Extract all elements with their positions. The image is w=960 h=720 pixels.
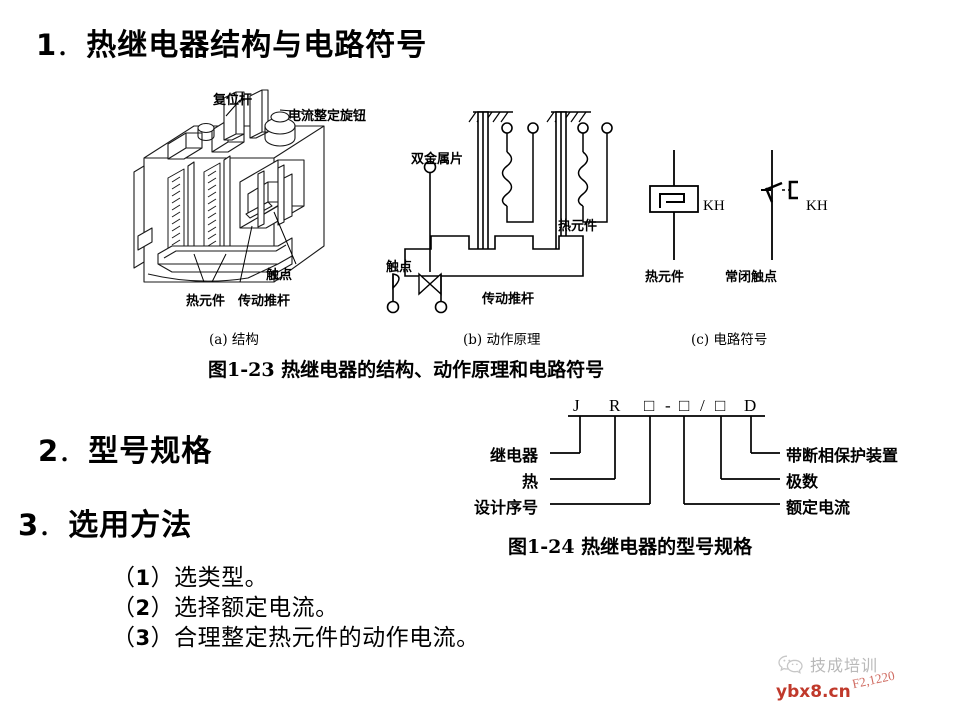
label-contact-a: 触点 <box>266 268 293 283</box>
label-heat-element-b: 热元件 <box>558 219 598 234</box>
bullet-text: 合理整定热元件的动作电流。 <box>174 625 480 651</box>
model-char-box3: □ <box>715 396 726 415</box>
model-label-design-no: 设计序号 <box>474 498 539 517</box>
bullet-paren-close: ） <box>150 625 175 651</box>
model-char-d: D <box>744 396 757 415</box>
section-dot: ． <box>59 442 83 467</box>
bullet-paren-open: （ <box>112 625 136 651</box>
label-contact-b: 触点 <box>386 260 413 275</box>
section-number: 1 <box>36 28 58 62</box>
bullet-text: 选择额定电流。 <box>174 595 339 621</box>
panel-c-symbols <box>640 150 840 270</box>
sub-caption-b: (b) 动作原理 <box>463 332 541 348</box>
model-label-relay: 继电器 <box>490 446 539 465</box>
section-title: 型号规格 <box>88 434 213 469</box>
bullet-paren-close: ） <box>150 595 175 621</box>
panel-b-principle-diagram <box>383 104 623 319</box>
kh-label-nc-contact: KH <box>806 198 828 214</box>
section-dot: ． <box>39 516 63 541</box>
model-char-dash: - <box>665 396 671 415</box>
section-title: 热继电器结构与电路符号 <box>86 28 428 63</box>
section-heading-2: 2．型号规格 <box>38 426 212 470</box>
label-current-knob: 电流整定旋钮 <box>288 109 367 124</box>
label-heat-element-c: 热元件 <box>645 270 685 285</box>
bullet-paren-open: （ <box>112 595 136 621</box>
panel-a-structure-drawing <box>128 86 360 326</box>
bullet-number: 3 <box>135 626 151 650</box>
bullet-text: 选类型。 <box>174 565 269 591</box>
label-push-rod-b: 传动推杆 <box>482 292 535 307</box>
panel-a-leader-lines <box>193 99 305 283</box>
kh-label-heat-element: KH <box>703 198 725 214</box>
section-title: 选用方法 <box>68 508 193 543</box>
bullet-item-1: （1）选类型。 <box>112 558 268 592</box>
circuit-symbol-schematic <box>649 150 798 260</box>
label-push-rod-a: 传动推杆 <box>238 294 291 309</box>
model-char-r: R <box>609 396 621 415</box>
model-char-slash: / <box>700 396 705 415</box>
figure-1-23-caption: 图1-23 热继电器的结构、动作原理和电路符号 <box>208 359 605 381</box>
watermark-brand-text: 技成培训 <box>810 656 879 675</box>
section-heading-3: 3．选用方法 <box>18 500 192 544</box>
model-char-box2: □ <box>679 396 690 415</box>
label-bimetal: 双金属片 <box>411 152 464 167</box>
bullet-paren-open: （ <box>112 565 136 591</box>
relay-3d-illustration <box>133 89 325 283</box>
section-number: 2 <box>38 434 60 468</box>
watermark-url: ybx8.cn <box>776 682 851 702</box>
section-number: 3 <box>18 508 40 542</box>
figure-1-24-caption: 图1-24 热继电器的型号规格 <box>508 536 753 558</box>
label-nc-contact-c: 常闭触点 <box>725 270 778 285</box>
model-char-j: J <box>573 396 580 415</box>
sub-caption-c: (c) 电路符号 <box>691 332 768 348</box>
bullet-number: 1 <box>135 566 151 590</box>
bullet-item-3: （3）合理整定热元件的动作电流。 <box>112 618 480 652</box>
model-char-box1: □ <box>644 396 655 415</box>
watermark-brand: 技成培训 <box>778 652 878 676</box>
section-heading-1: 1．热继电器结构与电路符号 <box>36 20 427 64</box>
label-heat-element-a: 热元件 <box>186 294 226 309</box>
model-label-phase-protection: 带断相保护装置 <box>786 446 899 465</box>
model-label-thermal: 热 <box>522 472 539 491</box>
sub-caption-a: (a) 结构 <box>209 332 259 348</box>
wechat-icon <box>778 655 803 674</box>
model-label-rated-current: 额定电流 <box>786 498 851 517</box>
model-leader-lines <box>550 415 780 505</box>
bullet-paren-close: ） <box>150 565 175 591</box>
principle-schematic <box>386 111 613 314</box>
bullet-number: 2 <box>135 596 151 620</box>
label-reset-lever: 复位杆 <box>213 93 253 108</box>
bullet-item-2: （2）选择额定电流。 <box>112 588 339 622</box>
model-label-poles: 极数 <box>786 472 819 491</box>
section-dot: ． <box>57 36 81 61</box>
